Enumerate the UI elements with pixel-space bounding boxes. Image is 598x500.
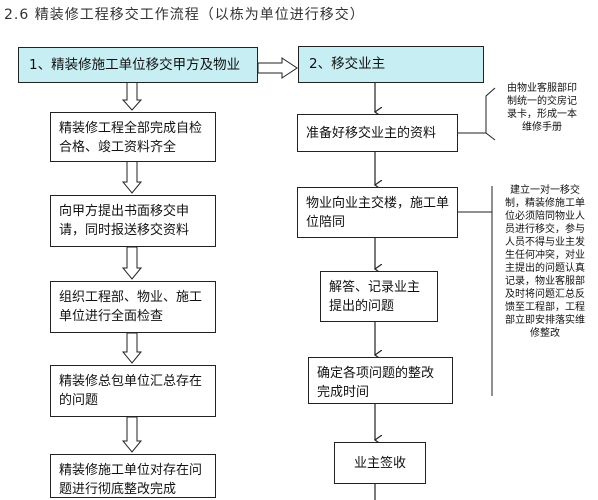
right-step-4: 确定各项问题的整改完成时间 <box>308 357 453 404</box>
left-arrow-1 <box>121 160 143 194</box>
note-bottom: 建立一对一移交制，精装修施工单位必须陪同物业人员进行移交，参与人员不得与业主发生… <box>505 185 585 339</box>
left-arrow-0 <box>121 81 143 111</box>
left-step-2: 向甲方提出书面移交申请，同时报送移交资料 <box>50 195 216 247</box>
right-step-2: 物业向业主交楼，施工单位陪同 <box>297 187 458 238</box>
header-left-box: 1、精装修施工单位移交甲方及物业 <box>18 47 258 83</box>
right-step-3: 解答、记录业主提出的问题 <box>320 271 438 322</box>
note-bottom-bracket <box>458 186 493 213</box>
left-arrow-3 <box>121 332 143 364</box>
page-title: 2.6 精装修工程移交工作流程（以栋为单位进行移交） <box>4 7 365 23</box>
left-arrow-2 <box>121 246 143 280</box>
note-top: 由物业客服部印制统一的交房记录卡，形成一本维修手册 <box>507 83 577 133</box>
left-step-5: 精装修施工单位对存在问题进行彻底整改完成 <box>50 454 216 498</box>
left-step-1: 精装修工程全部完成自检合格、竣工资料齐全 <box>50 112 216 162</box>
note-top-bracket-low <box>485 132 496 141</box>
left-arrow-4 <box>121 416 143 453</box>
right-step-1: 准备好移交业主的资料 <box>297 114 458 152</box>
right-step-5: 业主签收 <box>334 442 426 484</box>
left-step-4: 精装修总包单位汇总存在的问题 <box>50 365 216 417</box>
header-arrow <box>257 57 298 79</box>
header-right-box: 2、移交业主 <box>298 46 484 83</box>
left-step-3: 组织工程部、物业、施工单位进行全面检查 <box>50 281 216 333</box>
note-top-bracket <box>458 87 496 134</box>
